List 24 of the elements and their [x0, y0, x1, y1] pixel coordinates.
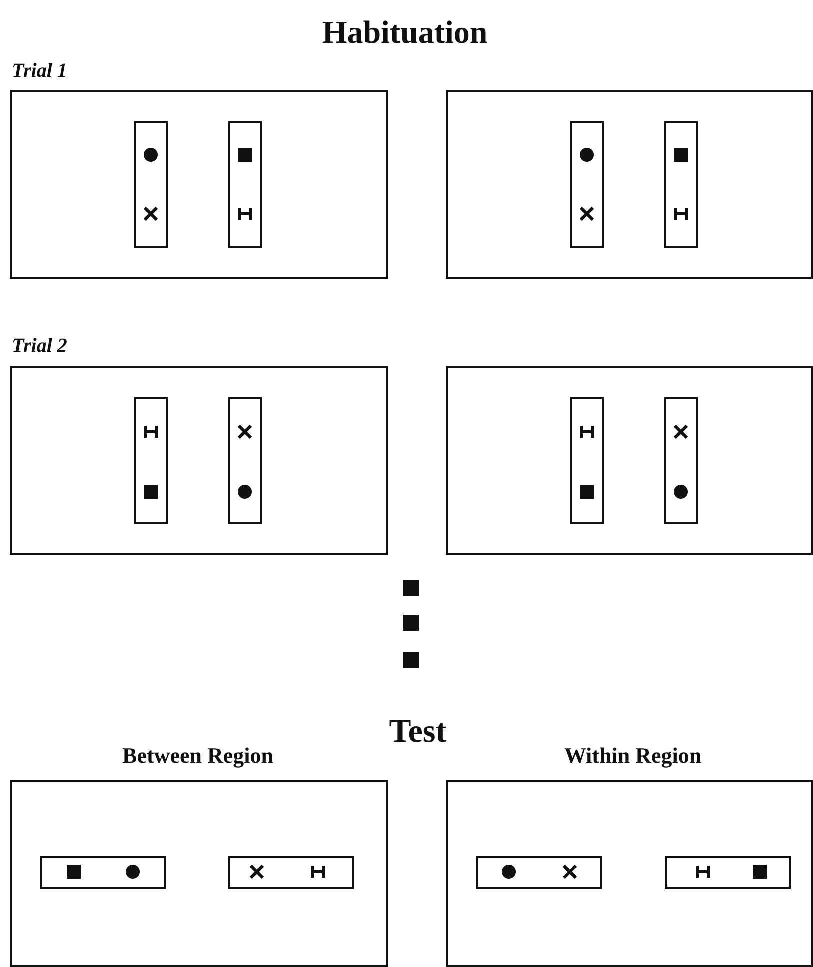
stimulus-bar: [228, 397, 262, 524]
stimulus-bar: [228, 121, 262, 248]
stimulus-bar: [134, 121, 168, 248]
heading: Test: [389, 716, 447, 749]
condition-label: Within Region: [564, 745, 702, 767]
display-panel: [10, 90, 388, 279]
trial-label: Trial 2: [12, 336, 68, 356]
display-panel: [10, 780, 388, 967]
display-panel: [10, 366, 388, 555]
condition-label: Between Region: [122, 745, 274, 767]
stimulus-bar: [665, 856, 791, 889]
display-panel: [446, 366, 813, 555]
heading: Habituation: [322, 16, 488, 48]
stimulus-bar: [40, 856, 166, 889]
stimulus-bar: [228, 856, 354, 889]
stimulus-bar: [570, 397, 604, 524]
display-panel: [446, 90, 813, 279]
display-panel: [446, 780, 813, 967]
stimulus-bar: [664, 121, 698, 248]
stimulus-bar: [134, 397, 168, 524]
stimulus-bar: [476, 856, 602, 889]
trial-label: Trial 1: [12, 61, 68, 81]
stimulus-bar: [570, 121, 604, 248]
stimulus-bar: [664, 397, 698, 524]
